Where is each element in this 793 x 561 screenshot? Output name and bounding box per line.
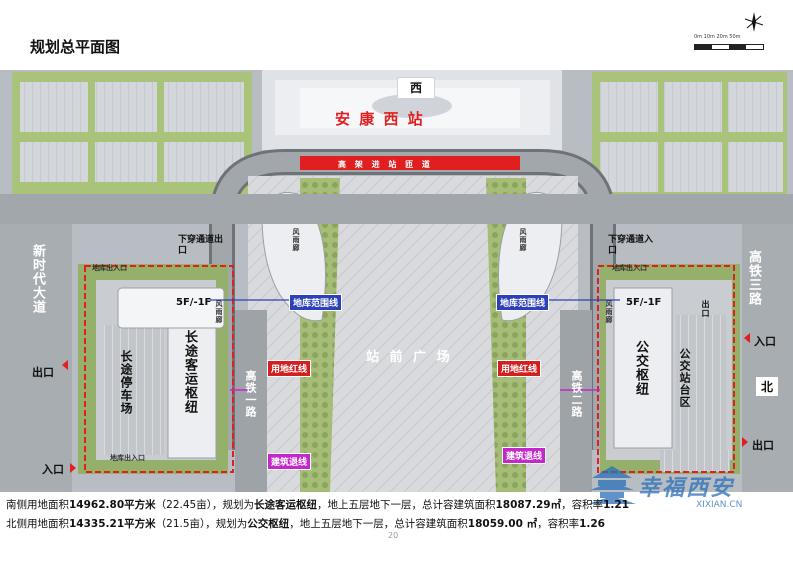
right-canopy [498, 192, 563, 322]
wind-corridor-right-2: 风雨廊 [605, 300, 613, 324]
footer-1-gfa: 18087.29㎡ [495, 499, 562, 511]
footer-2-far-label: ，容积率 [537, 518, 580, 530]
north-exit-label: 出口 [701, 300, 710, 318]
south-floors: 5F/-1F [176, 297, 212, 308]
wind-corridor-right-1: 风雨廊 [519, 228, 527, 252]
footer-2-area: 14335.21平方米 [69, 518, 156, 530]
footer-2-prefix: 北侧用地面积 [6, 518, 69, 530]
east-entry-arrow-icon [744, 333, 750, 343]
west-entry-arrow-icon [70, 463, 76, 473]
south-parking-label: 长途停车场 [119, 350, 133, 415]
left-canopy [261, 192, 326, 322]
redline-tag-right: 用地红线 [497, 360, 542, 377]
footer-1-rest: ，地上五层地下一层，总计容建筑面积 [316, 499, 496, 511]
footer-1-mu: （22.45亩），规划为 [155, 499, 254, 511]
station-badge: 西 [397, 77, 435, 99]
station-name: 安 康 西 站 [335, 110, 425, 128]
west-entry-label: 入口 [42, 463, 64, 476]
west-exit-arrow-icon [62, 360, 68, 370]
west-exit-label: 出口 [32, 366, 54, 379]
footer-1-use: 长途客运枢纽 [253, 499, 317, 511]
depot-boundary-tag-right: 地库范围线 [496, 294, 550, 311]
setback-tag-right: 建筑退线 [502, 447, 547, 464]
rail-road-2 [560, 310, 592, 492]
wind-corridor-left-1: 风雨廊 [292, 228, 300, 252]
north-road [0, 194, 793, 224]
rail-road-1-label: 高铁一路 [244, 370, 257, 418]
north-station-area-label: 公交站台区 [678, 348, 691, 408]
east-entry-label: 入口 [754, 335, 776, 348]
page-number: 20 [388, 531, 399, 540]
north-redline [597, 265, 735, 473]
site-plan-map [0, 70, 793, 492]
south-redline [84, 265, 234, 473]
watermark-text: 幸福西安 [638, 475, 735, 501]
scale-bar: 0m 10m 20m 50m [694, 34, 764, 52]
footer-2-rest: ，地上五层地下一层，总计容建筑面积 [289, 518, 468, 530]
east-road [742, 220, 793, 492]
footer-2-gfa: 18059.00 ㎡ [467, 518, 538, 530]
setback-tag-left: 建筑退线 [267, 453, 312, 470]
watermark-logo: 幸福西安 XIXIAN.CN [588, 460, 768, 520]
parking-gate: 地库出入口 [110, 454, 145, 462]
compass-icon [742, 10, 766, 34]
footer-line-1: 南侧用地面积14962.80平方米（22.45亩），规划为长途客运枢纽，地上五层… [6, 497, 629, 512]
footer-2-mu: （21.5亩），规划为 [155, 518, 248, 530]
north-west-blocks [12, 72, 252, 194]
scale-bar-graphic [694, 44, 764, 50]
footer-2-far: 1.26 [579, 518, 605, 530]
east-exit-arrow-icon [742, 437, 748, 447]
viaduct-label: 高 架 进 站 匝 道 [338, 160, 433, 169]
tunnel-entry-right: 下穿通道入口 [608, 235, 654, 256]
footer-1-far-label: ，容积率 [561, 499, 604, 511]
north-building-label: 公交枢纽 [633, 340, 648, 396]
scale-bar-ticks: 0m 10m 20m 50m [694, 34, 741, 40]
rail-road-2-label: 高铁二路 [570, 370, 583, 418]
west-avenue-label: 新时代大道 [30, 244, 45, 314]
footer-line-2: 北侧用地面积14335.21平方米（21.5亩），规划为公交枢纽，地上五层地下一… [6, 516, 605, 531]
south-building-label: 长途客运枢纽 [182, 330, 197, 414]
page-title: 规划总平面图 [30, 38, 121, 56]
north-depot-gate: 地库出入口 [612, 264, 647, 272]
south-depot-gate: 地库出入口 [92, 264, 127, 272]
south-site [78, 264, 228, 474]
east-road-label: 高铁三路 [746, 250, 761, 306]
rail-road-1 [235, 310, 267, 492]
east-exit-label: 出口 [752, 439, 774, 452]
footer-1-prefix: 南侧用地面积 [6, 499, 69, 511]
north-floors: 5F/-1F [626, 297, 662, 308]
footer-1-area: 14962.80平方米 [69, 499, 156, 511]
tunnel-exit-left: 下穿通道出口 [178, 235, 224, 256]
depot-boundary-tag-left: 地库范围线 [289, 294, 343, 311]
pagoda-icon [588, 466, 636, 504]
north-east-blocks [592, 72, 787, 200]
footer-2-use: 公交枢纽 [247, 518, 290, 530]
redline-tag-left: 用地红线 [267, 360, 312, 377]
wind-corridor-left-2: 风雨廊 [215, 300, 223, 324]
plaza-label: 站 前 广 场 [366, 350, 453, 365]
watermark-url: XIXIAN.CN [696, 500, 743, 510]
north-marker: 北 [756, 377, 779, 396]
west-avenue [0, 220, 72, 492]
north-site [600, 264, 740, 474]
footer-1-far: 1.21 [603, 499, 630, 511]
